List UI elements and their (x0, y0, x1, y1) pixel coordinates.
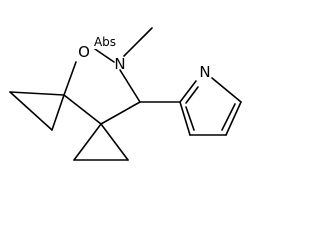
atom-oxygen: O (78, 43, 90, 61)
bond-py-c4-c3 (179, 101, 191, 136)
atom-ring-nitrogen: N (114, 55, 125, 73)
bond-o-c-left (63, 61, 77, 96)
methyl-label-background (91, 35, 119, 49)
bond-py-c6-c5 (225, 101, 242, 136)
bond-cp2-c (100, 123, 129, 161)
bond-py-c2-n-double (185, 86, 199, 104)
bond-cp2-a (73, 123, 102, 161)
methyl-abs-label: Abs (94, 35, 116, 49)
bond-spiro-spiro (63, 94, 102, 125)
bond-py-c6-c5-double (221, 103, 236, 131)
atom-pyridine-nitrogen: N (199, 63, 210, 81)
bond-o-n (91, 46, 115, 63)
atom-methyl-abs: Abs (91, 35, 119, 49)
oxygen-label: O (78, 43, 90, 61)
bond-n-methyl (123, 27, 153, 57)
bond-py-n-c6 (211, 77, 242, 103)
bond-ch-spiro (100, 101, 141, 125)
bond-cp1-b (9, 91, 53, 131)
chemical-structure: O N Abs N (9, 27, 242, 161)
bond-py-c4-c3-double (185, 106, 195, 131)
bond-cp1-c (51, 94, 65, 131)
pyridine-nitrogen-label: N (199, 63, 210, 81)
bond-cp1-a (9, 91, 65, 96)
bond-n-ch (119, 69, 141, 103)
ring-nitrogen-label: N (114, 55, 125, 73)
bond-py-c2-n (179, 80, 197, 103)
